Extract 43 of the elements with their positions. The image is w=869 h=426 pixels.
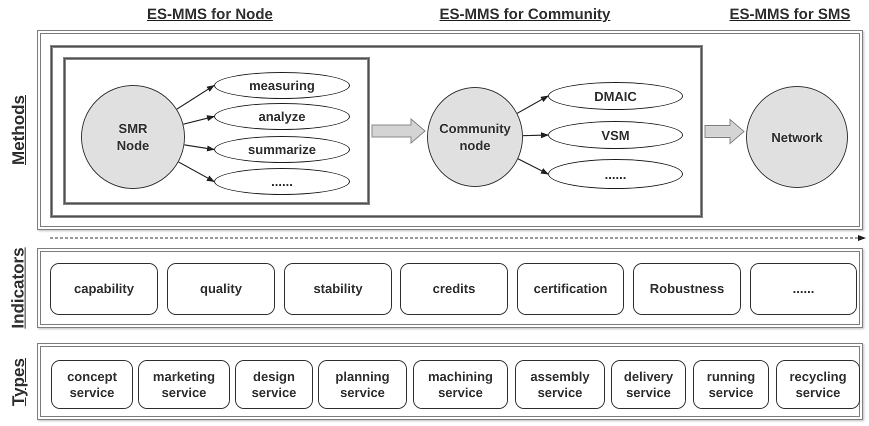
group-frame (50, 45, 703, 218)
method-ellipse: VSM (548, 121, 683, 149)
node-circle: Network (746, 86, 848, 188)
arrow (183, 115, 215, 125)
arrow (516, 95, 549, 114)
arrow (522, 132, 549, 138)
arrow (178, 161, 215, 182)
method-ellipse: ...... (214, 168, 350, 195)
item-box: delivery service (611, 360, 686, 409)
item-box: capability (50, 263, 158, 315)
item-box: quality (167, 263, 275, 315)
column-heading: ES-MMS for SMS (730, 6, 850, 23)
column-heading: ES-MMS for Community (440, 6, 610, 23)
method-ellipse: measuring (214, 72, 350, 99)
item-box: stability (284, 263, 392, 315)
method-ellipse: summarize (214, 136, 350, 163)
block-arrow (372, 118, 426, 144)
item-box: ...... (750, 263, 857, 315)
method-ellipse: DMAIC (548, 82, 683, 110)
arrow (184, 144, 215, 152)
item-box: credits (400, 263, 508, 315)
section-heading: Indicators (9, 247, 29, 329)
item-box: planning service (318, 360, 407, 409)
item-box: concept service (51, 360, 133, 409)
item-box: Robustness (633, 263, 741, 315)
item-box: machining service (413, 360, 508, 409)
group-frame (63, 57, 370, 205)
item-box: marketing service (138, 360, 230, 409)
column-heading: ES-MMS for Node (147, 6, 273, 23)
item-box: assembly service (515, 360, 605, 409)
node-circle: Community node (427, 87, 523, 187)
method-ellipse: ...... (548, 159, 683, 189)
arrow (176, 84, 215, 110)
node-circle: SMR Node (81, 85, 185, 189)
section-heading: Methods (9, 95, 29, 165)
method-ellipse: analyze (214, 103, 350, 130)
item-box: design service (235, 360, 313, 409)
item-box: recycling service (776, 360, 860, 409)
item-box: certification (517, 263, 624, 315)
arrow (518, 158, 549, 175)
section-heading: Types (9, 358, 29, 406)
item-box: running service (693, 360, 769, 409)
block-arrow (704, 118, 745, 145)
